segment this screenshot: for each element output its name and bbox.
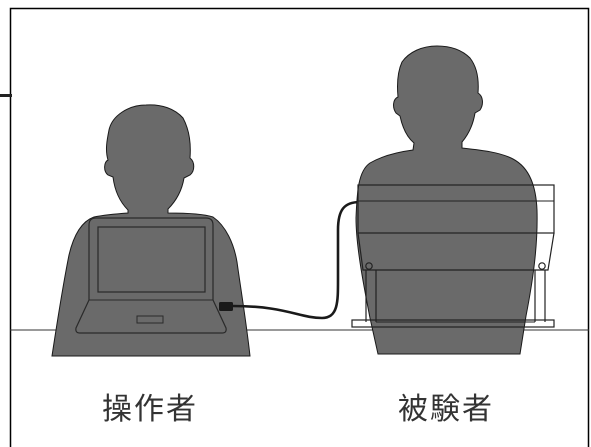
device-knob-right [538,262,546,270]
device-base [351,319,555,328]
device-head-box [357,184,555,234]
operator-label: 操作者 [102,392,198,427]
laptop-screen [97,226,206,293]
subject-silhouette [355,45,538,355]
cable-connector [219,302,233,311]
device-lower-box [357,232,555,271]
laptop-body [75,217,227,334]
panel-frame [9,7,590,447]
operator-figure [51,104,251,357]
device-knob-left [365,262,373,270]
data-cable [231,200,362,320]
subject-label: 被験者 [398,392,494,427]
left-edge-tick [0,94,12,97]
laptop-trackpad [136,315,164,324]
subject-figure [351,45,555,355]
operator-silhouette [51,104,251,357]
